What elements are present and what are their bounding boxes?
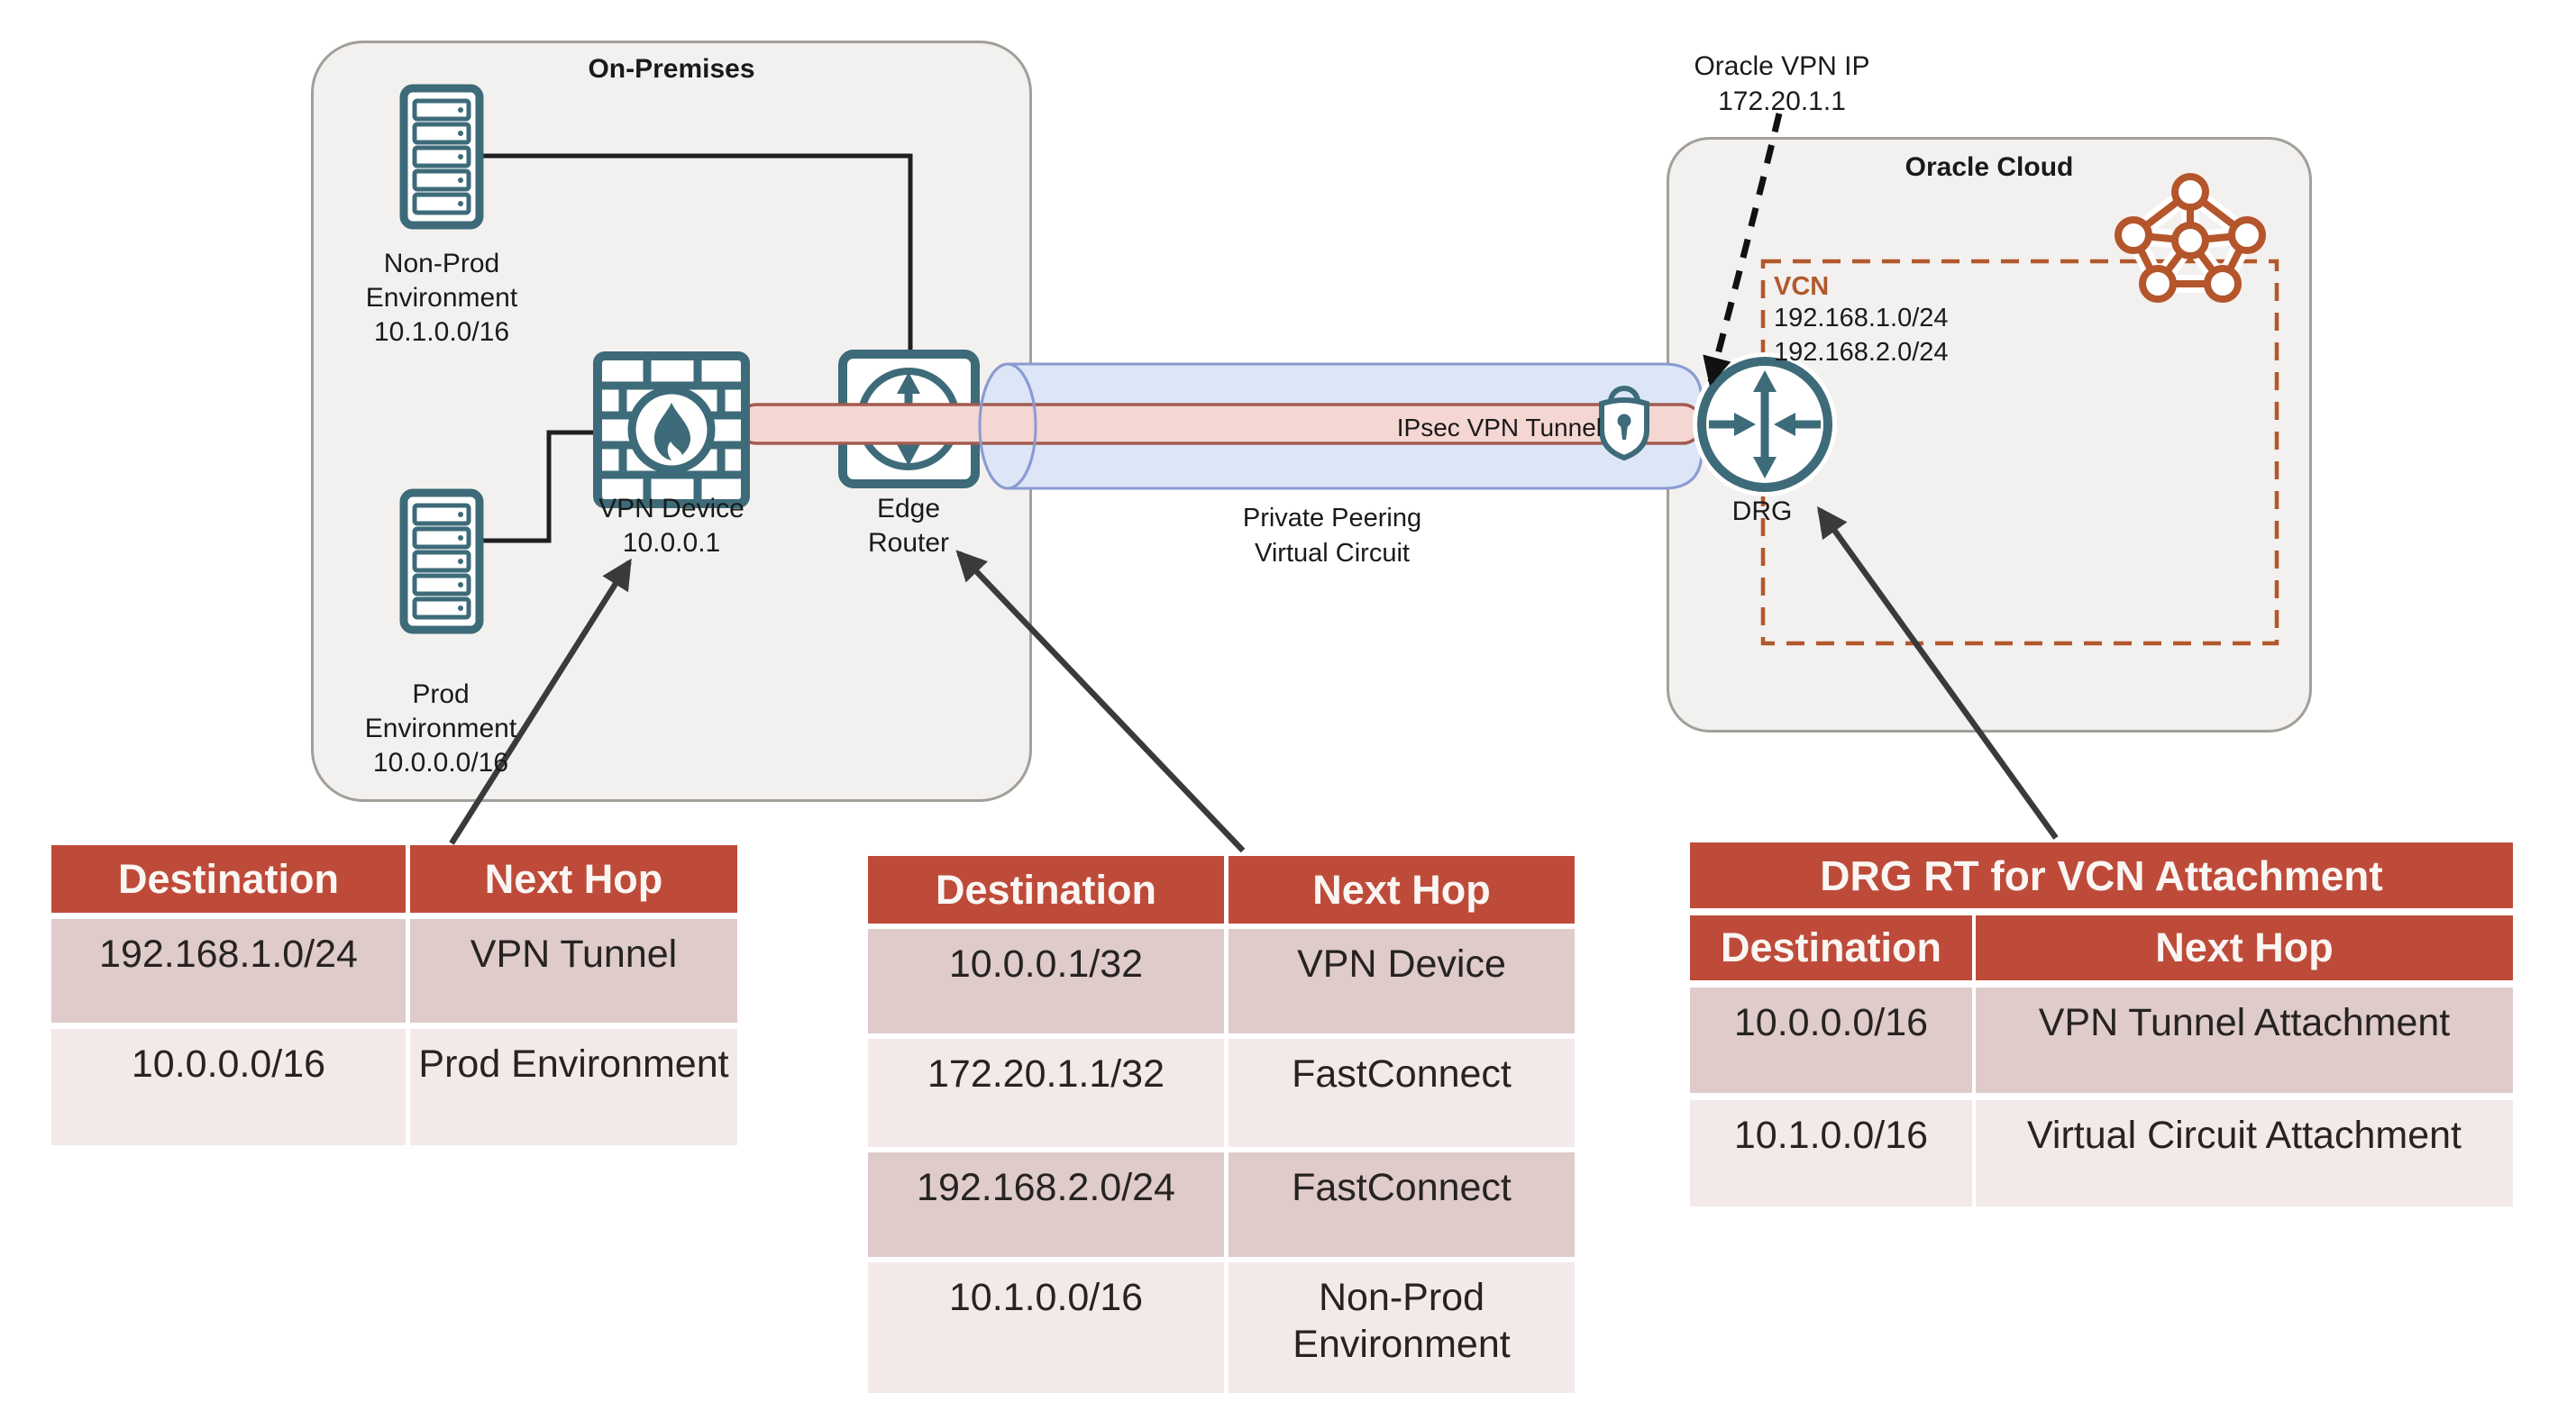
prod-environment-label: Prod Environment 10.0.0.0/16: [364, 679, 517, 778]
table-cell: 172.20.1.1/32: [868, 1039, 1224, 1147]
drg-route-table: DRG RT for VCN Attachment Destination Ne…: [1690, 842, 2513, 1206]
connector-lines: [478, 153, 913, 543]
oracle-cloud-zone-title: Oracle Cloud: [1905, 152, 2074, 182]
table-header-cell: Destination: [868, 856, 1224, 924]
private-peering-label: Private Peering Virtual Circuit: [1242, 504, 1422, 568]
ipsec-tunnel-label: IPsec VPN Tunnel: [1396, 414, 1602, 442]
table-cell: VPN Tunnel Attachment: [1976, 988, 2513, 1093]
vpn-device-route-table: Destination Next Hop 192.168.1.0/24 VPN …: [51, 845, 737, 1145]
table-cell: 192.168.2.0/24: [868, 1152, 1224, 1257]
drg-label: DRG: [1731, 496, 1793, 526]
table-cell: FastConnect: [1229, 1039, 1575, 1147]
table-header-cell: Next Hop: [410, 845, 737, 913]
table-cell: VPN Tunnel: [410, 919, 737, 1023]
table-cell: 10.1.0.0/16: [1690, 1100, 1972, 1206]
oracle-vpn-ip-dashed-arrow: [1703, 113, 1783, 387]
prod-server-icon: [399, 488, 484, 634]
circuit-tube-rim: [978, 362, 1037, 490]
drg-icon: [1693, 352, 1837, 496]
table-cell: FastConnect: [1229, 1152, 1575, 1257]
table-header-cell: Destination: [1690, 915, 1972, 980]
firewall-icon: [593, 351, 750, 508]
flame-icon: [654, 403, 691, 460]
table-cell: 10.1.0.0/16: [868, 1262, 1224, 1393]
table-cell: Prod Environment: [410, 1029, 737, 1145]
vcn-cidr-2: 192.168.2.0/24: [1774, 338, 1949, 367]
table-cell: 192.168.1.0/24: [51, 919, 406, 1023]
table-header-cell: Next Hop: [1229, 856, 1575, 924]
nonprod-server-icon: [399, 84, 484, 230]
vcn-cidr-1: 192.168.1.0/24: [1774, 304, 1949, 332]
lock-shield-icon: [1599, 386, 1649, 461]
table-title-cell: DRG RT for VCN Attachment: [1690, 842, 2513, 908]
oracle-vpn-ip-label: Oracle VPN IP 172.20.1.1: [1694, 51, 1870, 116]
table-header-cell: Destination: [51, 845, 406, 913]
table-cell: VPN Device: [1229, 929, 1575, 1033]
edge-router-label: Edge Router: [867, 494, 950, 558]
table-cell: 10.0.0.1/32: [868, 929, 1224, 1033]
table-cell: 10.0.0.0/16: [1690, 988, 1972, 1093]
table-cell: Non-Prod Environment: [1229, 1262, 1575, 1393]
table-header-cell: Next Hop: [1976, 915, 2513, 980]
onprem-zone-title: On-Premises: [588, 54, 755, 84]
edge-router-route-table: Destination Next Hop 10.0.0.1/32 VPN Dev…: [868, 856, 1575, 1393]
table-pointer-arrows: [449, 505, 2059, 853]
nonprod-environment-label: Non-Prod Environment 10.1.0.0/16: [365, 249, 518, 347]
vpn-device-label: VPN Device 10.0.0.1: [598, 494, 744, 558]
vcn-mesh-icon: [2115, 173, 2266, 303]
table-cell: Virtual Circuit Attachment: [1976, 1100, 2513, 1206]
table-cell: 10.0.0.0/16: [51, 1029, 406, 1145]
vcn-label: VCN: [1774, 272, 1830, 301]
